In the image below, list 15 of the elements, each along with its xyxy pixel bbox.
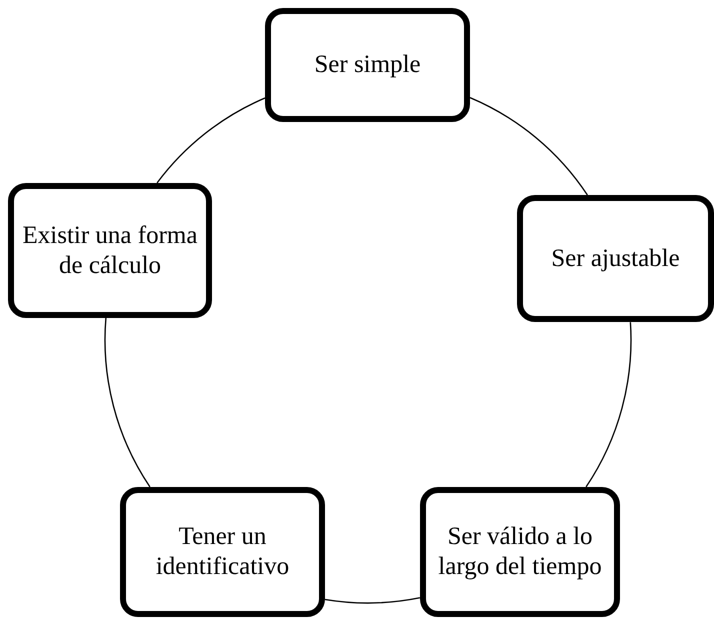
box-text: Ser válido a lo largo del tiempo	[437, 522, 603, 582]
connector-arc	[586, 322, 632, 488]
rounded-box	[120, 487, 325, 617]
rounded-box	[517, 195, 714, 322]
connector-arc	[470, 97, 588, 196]
box-text: Tener un identificativo	[154, 522, 290, 582]
connector-arc	[324, 597, 420, 604]
box-text: Ser simple	[314, 50, 421, 80]
rounded-box	[420, 487, 620, 617]
box-text: Existir una forma de cálculo	[22, 220, 198, 280]
box-text: Ser ajustable	[551, 244, 680, 274]
connector-arc	[156, 97, 266, 184]
connector-arc	[104, 318, 150, 488]
rounded-box	[265, 8, 470, 122]
rounded-box	[8, 183, 212, 318]
